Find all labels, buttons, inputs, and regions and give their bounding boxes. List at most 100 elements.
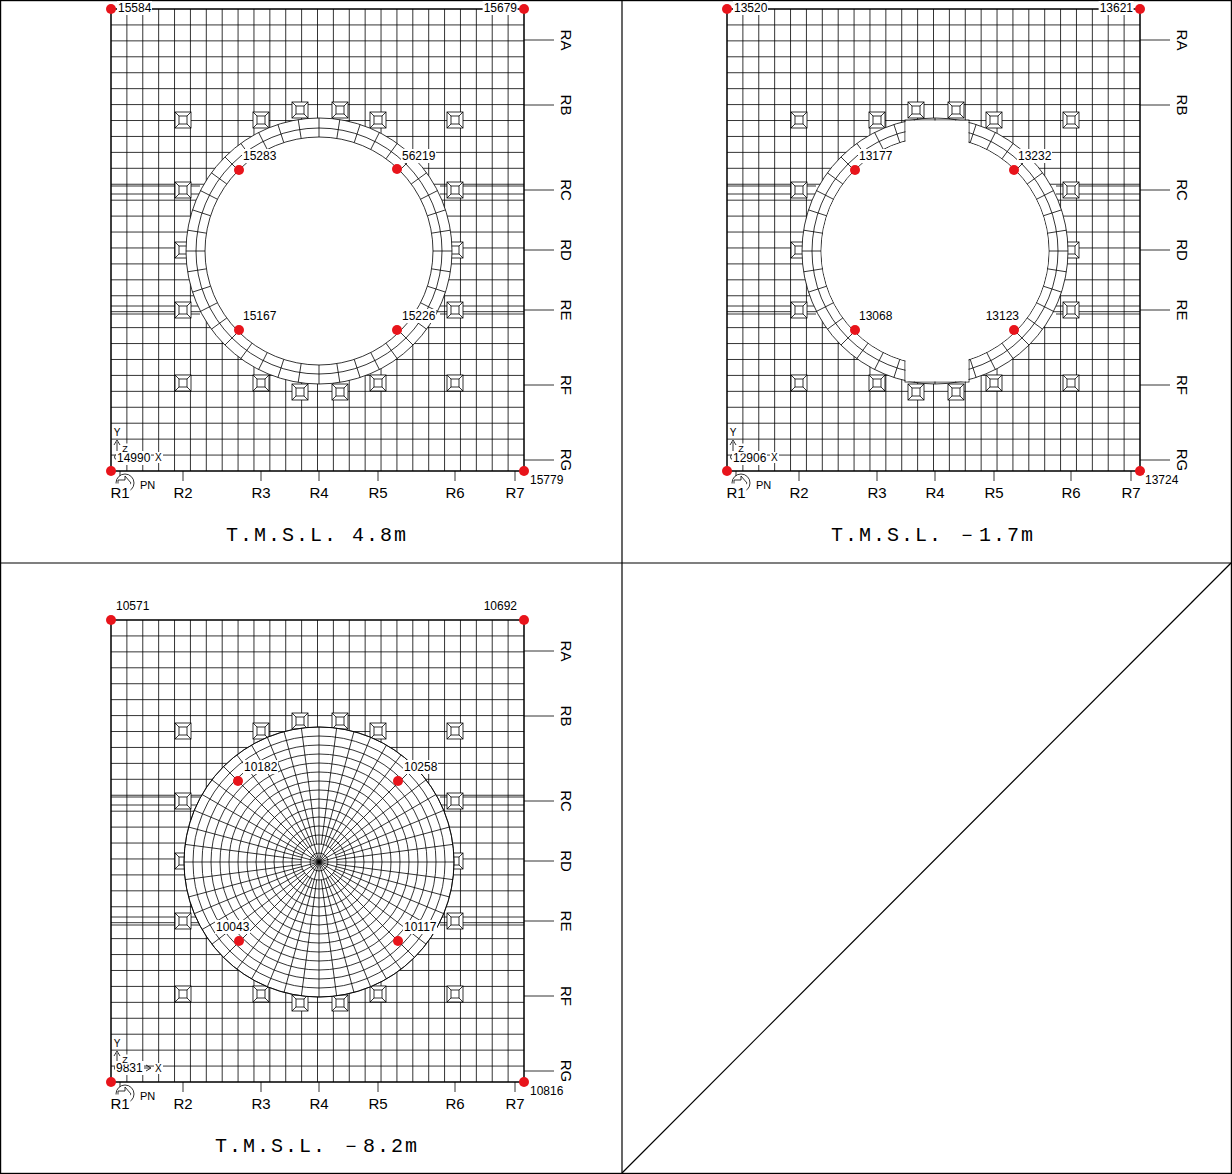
node-marker xyxy=(234,936,244,946)
node-number: 15226 xyxy=(401,310,436,322)
grid-row-label: RF xyxy=(559,374,574,396)
grid-column-label: R1 xyxy=(725,485,746,500)
grid-column-label: R4 xyxy=(924,485,945,500)
grid-row-label: RC xyxy=(559,178,574,202)
node-number: 13621 xyxy=(1099,2,1134,14)
node-marker xyxy=(106,615,116,625)
grid-row-label: RB xyxy=(1175,94,1190,117)
node-number: 10571 xyxy=(115,600,150,612)
node-number: 13177 xyxy=(858,150,893,162)
grid-row-label: RG xyxy=(559,448,574,473)
grid-column-label: R6 xyxy=(444,485,465,500)
node-number: 13068 xyxy=(858,310,893,322)
grid-column-label: R2 xyxy=(172,485,193,500)
mesh-plan xyxy=(727,9,1170,492)
node-number: 10816 xyxy=(529,1085,564,1097)
grid-row-label: RD xyxy=(559,238,574,262)
grid-row-label: RG xyxy=(559,1059,574,1084)
node-number: 15779 xyxy=(529,474,564,486)
grid-row-label: RB xyxy=(559,705,574,728)
axis-label: X xyxy=(154,1064,163,1074)
axis-label: Y xyxy=(113,1039,122,1049)
node-marker xyxy=(519,4,529,14)
node-marker xyxy=(106,1077,116,1087)
node-marker xyxy=(519,1077,529,1087)
grid-column-label: R6 xyxy=(1060,485,1081,500)
node-marker xyxy=(722,4,732,14)
grid-column-label: R3 xyxy=(250,485,271,500)
node-number: 14990 xyxy=(116,452,151,464)
node-number: 13232 xyxy=(1017,150,1052,162)
grid-column-label: R1 xyxy=(109,485,130,500)
node-number: 15167 xyxy=(242,310,277,322)
node-number: 9831 xyxy=(115,1062,144,1074)
node-number: 15679 xyxy=(483,2,518,14)
node-marker xyxy=(1009,325,1019,335)
grid-column-label: R7 xyxy=(1120,485,1141,500)
grid-row-label: RG xyxy=(1175,448,1190,473)
node-number: 56219 xyxy=(401,150,436,162)
node-marker xyxy=(1009,165,1019,175)
node-marker xyxy=(234,165,244,175)
node-marker xyxy=(519,466,529,476)
mesh-plan xyxy=(111,620,554,1103)
grid-row-label: RA xyxy=(1175,29,1190,52)
mesh-plan xyxy=(111,9,554,492)
axis-label: Y xyxy=(113,428,122,438)
node-number: 10117 xyxy=(403,921,437,933)
north-label: PN xyxy=(139,1091,156,1102)
node-number: 12906 xyxy=(732,452,767,464)
node-marker xyxy=(1135,4,1145,14)
node-marker xyxy=(850,165,860,175)
node-markers xyxy=(106,4,1145,1087)
node-number: 13520 xyxy=(733,2,768,14)
plan-caption: T.M.S.L. 4.8m xyxy=(225,526,409,546)
grid-column-label: R2 xyxy=(172,1096,193,1111)
grid-row-label: RE xyxy=(559,299,574,322)
node-number: 10182 xyxy=(243,761,278,773)
axis-label: Y xyxy=(729,428,738,438)
node-marker xyxy=(106,4,116,14)
grid-column-label: R7 xyxy=(504,1096,525,1111)
plan-caption: T.M.S.L. －1.7m xyxy=(830,526,1036,546)
node-marker xyxy=(233,776,243,786)
node-marker xyxy=(106,466,116,476)
grid-column-label: R2 xyxy=(788,485,809,500)
node-marker xyxy=(234,325,244,335)
grid-row-label: RE xyxy=(559,910,574,933)
axis-label: Z xyxy=(737,445,745,454)
grid-row-label: RA xyxy=(559,29,574,52)
grid-column-label: R5 xyxy=(367,1096,388,1111)
axis-label: Z xyxy=(121,445,129,454)
plan-caption: T.M.S.L. －8.2m xyxy=(214,1137,420,1157)
grid-row-label: RA xyxy=(559,640,574,663)
grid-column-label: R3 xyxy=(250,1096,271,1111)
grid-column-label: R1 xyxy=(109,1096,130,1111)
node-marker xyxy=(393,936,403,946)
node-number: 15584 xyxy=(117,2,152,14)
node-marker xyxy=(850,325,860,335)
node-marker xyxy=(392,325,402,335)
grid-row-label: RF xyxy=(1175,374,1190,396)
node-number: 10258 xyxy=(403,761,438,773)
grid-row-label: RD xyxy=(1175,238,1190,262)
grid-column-label: R6 xyxy=(444,1096,465,1111)
node-number: 13724 xyxy=(1144,474,1179,486)
node-number: 10043 xyxy=(215,921,250,933)
node-number: 10692 xyxy=(483,600,518,612)
axis-label: X xyxy=(154,453,163,463)
grid-row-label: RD xyxy=(559,849,574,873)
node-marker xyxy=(392,164,402,174)
grid-row-label: RF xyxy=(559,985,574,1007)
grid-column-label: R4 xyxy=(308,485,329,500)
node-number: 13123 xyxy=(985,310,1020,322)
grid-row-label: RC xyxy=(1175,178,1190,202)
grid-row-label: RE xyxy=(1175,299,1190,322)
grid-column-label: R3 xyxy=(866,485,887,500)
north-label: PN xyxy=(139,480,156,491)
axis-label: X xyxy=(770,453,779,463)
node-marker xyxy=(519,615,529,625)
